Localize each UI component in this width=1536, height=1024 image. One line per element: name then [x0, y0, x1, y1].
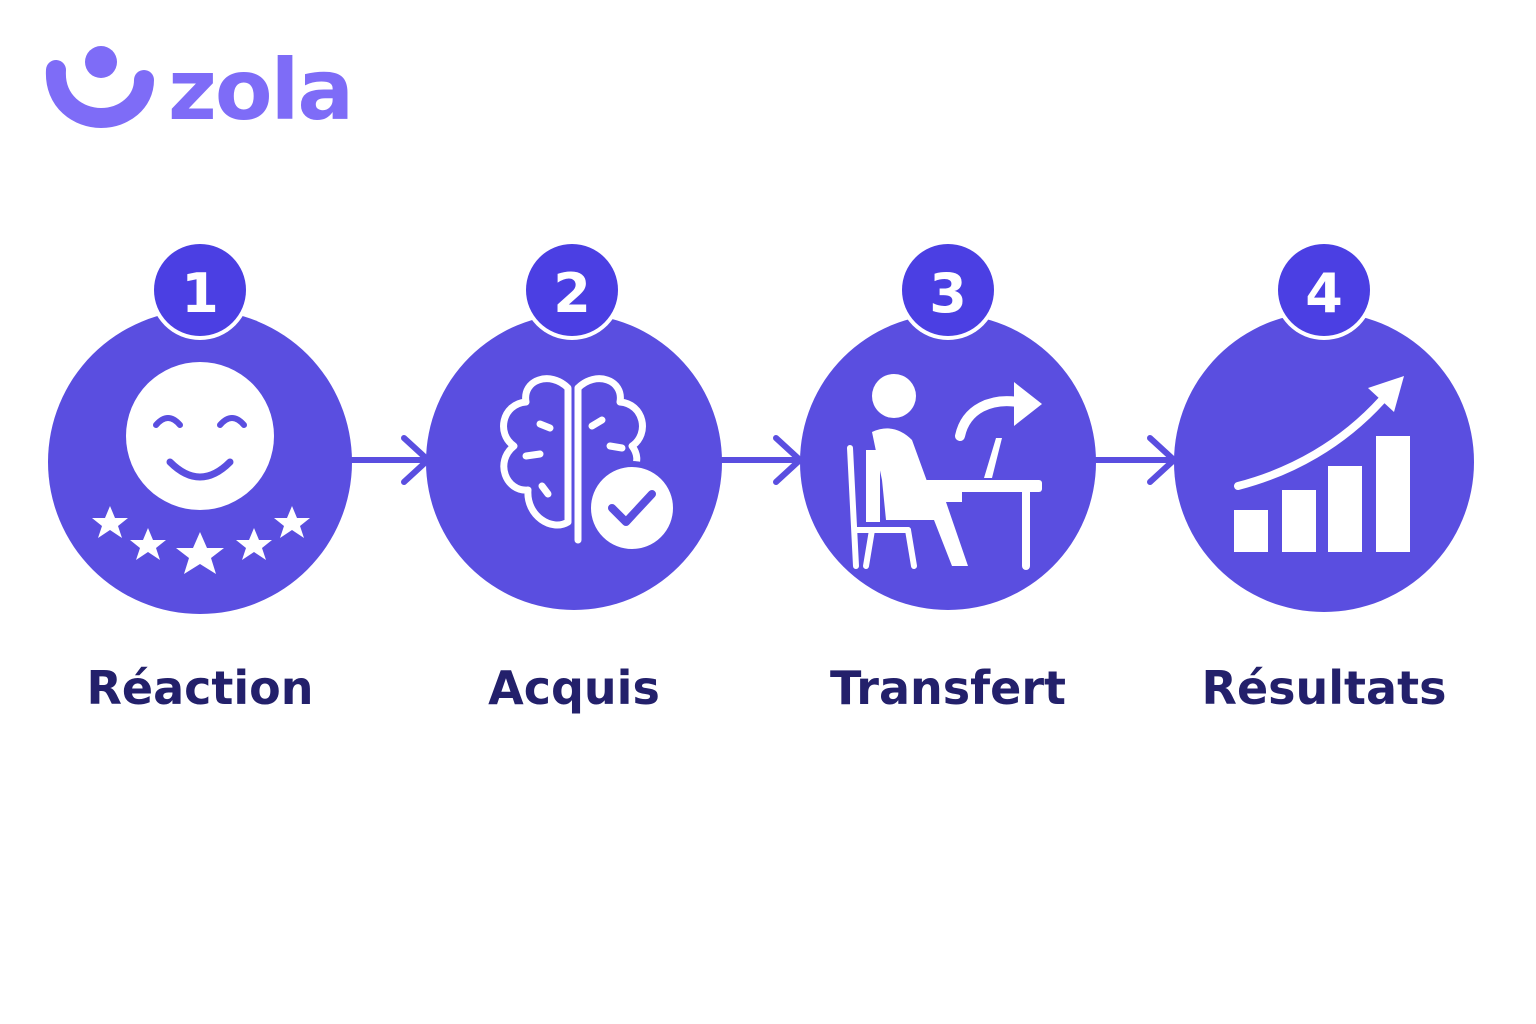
brand-mark-icon [45, 46, 154, 129]
step-3-label: Transfert [829, 661, 1067, 715]
brain-check-icon [500, 375, 679, 555]
step-3: 3 Transfert [796, 240, 1100, 720]
step-1-number: 1 [181, 262, 219, 325]
step-2-label: Acquis [488, 661, 660, 715]
brand-logo: zola [44, 40, 364, 139]
step-2-number: 2 [553, 262, 591, 325]
brand-name: zola [168, 41, 354, 139]
step-2: 2 Acquis [422, 240, 726, 720]
step-1-label: Réaction [86, 661, 314, 715]
arrow-right-icon [700, 435, 803, 485]
step-4: 4 Résultats [1172, 240, 1476, 720]
step-4-number: 4 [1305, 262, 1343, 325]
growth-chart-icon [1234, 376, 1410, 552]
smiley-stars-icon [92, 362, 310, 574]
step-4-label: Résultats [1201, 661, 1447, 715]
person-desk-icon [847, 374, 1042, 570]
step-1: 1 Réaction [48, 240, 352, 720]
arrow-right-icon [1074, 435, 1177, 485]
step-3-number: 3 [929, 262, 967, 325]
